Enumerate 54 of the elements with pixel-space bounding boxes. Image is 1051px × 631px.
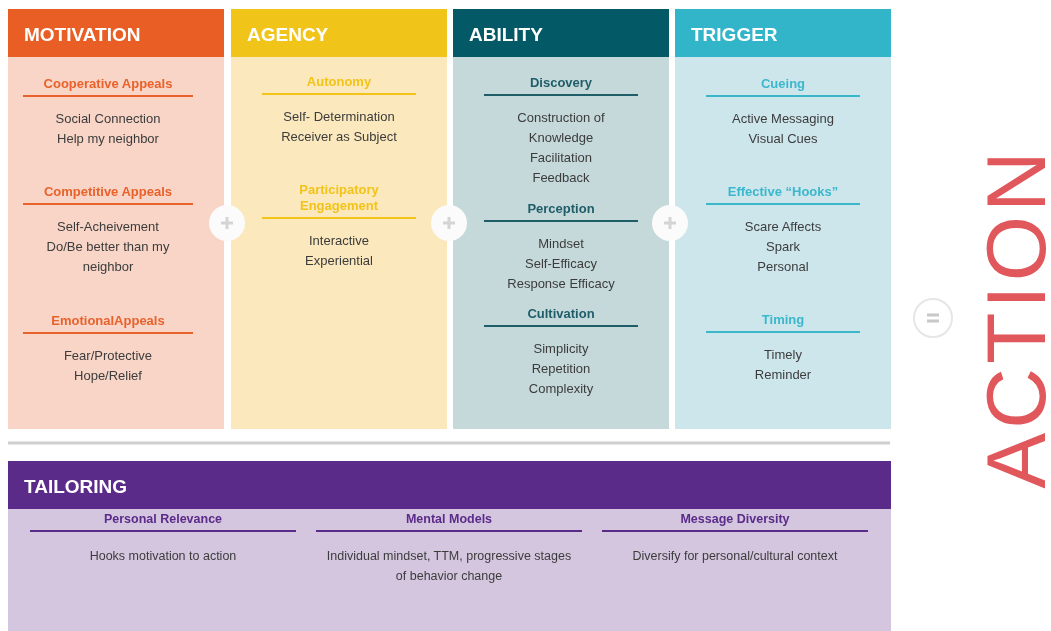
section-heading: Perception: [484, 201, 638, 222]
item-text: Construction of Knowledge: [516, 109, 606, 147]
tailoring-panel: [8, 461, 891, 631]
item-text: Facilitation: [528, 149, 594, 167]
action-word: ACTION: [974, 147, 1051, 489]
item-text: Reminder: [753, 366, 813, 384]
column-header: TRIGGER: [675, 9, 891, 57]
column-header: TAILORING: [8, 461, 891, 509]
section-heading: Mental Models: [316, 511, 582, 532]
item-text: Spark: [765, 238, 801, 256]
column-header: MOTIVATION: [8, 9, 224, 57]
section-heading: Cueing: [706, 76, 860, 97]
item-text: Self-Acheivement: [56, 218, 160, 236]
item-text: Mindset: [537, 235, 585, 253]
item-text: Personal: [756, 258, 810, 276]
item-text: Feedback: [531, 169, 591, 187]
column-panel: [675, 9, 891, 429]
section-heading: Personal Relevance: [30, 511, 296, 532]
column-header: ABILITY: [453, 9, 669, 57]
item-text: Visual Cues: [747, 130, 819, 148]
item-text: Timely: [763, 346, 803, 364]
section-heading: Timing: [706, 312, 860, 333]
item-text: Do/Be better than my neighbor: [45, 238, 171, 276]
section-heading: Cooperative Appeals: [23, 76, 193, 97]
item-text: Diversify for personal/cultural context: [631, 548, 839, 565]
item-text: Experiential: [304, 252, 374, 270]
item-text: Fear/Protective: [62, 347, 154, 365]
column-panel: [453, 9, 669, 429]
column-header: AGENCY: [231, 9, 447, 57]
item-text: Simplicity: [532, 340, 590, 358]
item-text: Active Messaging: [731, 110, 835, 128]
item-text: Complexity: [527, 380, 595, 398]
section-heading: Cultivation: [484, 306, 638, 327]
item-text: Social Connection: [54, 110, 162, 128]
item-text: Help my neighbor: [56, 130, 160, 148]
section-heading: Effective “Hooks”: [706, 184, 860, 205]
item-text: Response Efficacy: [506, 275, 616, 293]
item-text: Self- Determination: [282, 108, 396, 126]
section-heading: Discovery: [484, 75, 638, 96]
item-text: Interactive: [308, 232, 370, 250]
item-text: Repetition: [530, 360, 592, 378]
column-panel: [8, 9, 224, 429]
item-text: Scare Affects: [743, 218, 823, 236]
item-text: Self-Efficacy: [524, 255, 598, 273]
item-text: Individual mindset, TTM, progressive stages of behavior change: [325, 548, 573, 585]
item-text: Hooks motivation to action: [88, 548, 238, 565]
section-heading: Message Diversity: [602, 511, 868, 532]
column-panel: [231, 9, 447, 429]
section-heading: EmotionalAppeals: [23, 313, 193, 334]
item-text: Receiver as Subject: [280, 128, 398, 146]
section-heading: Participatory Engagement: [262, 182, 416, 219]
section-heading: Competitive Appeals: [23, 184, 193, 205]
item-text: Hope/Relief: [73, 367, 143, 385]
section-heading: Autonomy: [262, 74, 416, 95]
